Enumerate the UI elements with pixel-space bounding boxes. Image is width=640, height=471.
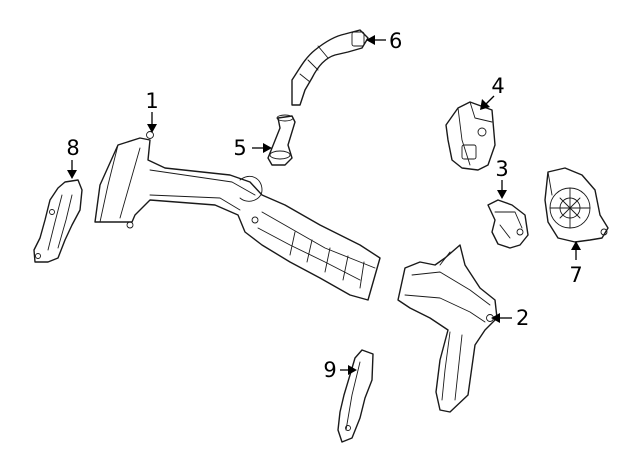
callout-4-label: 4 — [491, 74, 504, 98]
callout-3-label: 3 — [495, 157, 508, 181]
part-9-panel[interactable] — [337, 349, 374, 443]
callout-7-label: 7 — [569, 263, 582, 287]
callout-3: 3 — [495, 157, 509, 199]
callout-6: 6 — [366, 29, 402, 53]
part-6-hose[interactable] — [291, 29, 369, 106]
part-8-panel[interactable] — [33, 179, 83, 263]
callout-5: 5 — [233, 136, 272, 160]
part-7-blower[interactable] — [544, 167, 609, 243]
callout-8: 8 — [66, 136, 80, 179]
part-4-actuator[interactable] — [445, 101, 496, 171]
part-2-lower-duct[interactable] — [397, 244, 498, 413]
callout-9-label: 9 — [323, 358, 336, 382]
callout-1: 1 — [145, 89, 159, 133]
callout-2-label: 2 — [516, 306, 529, 330]
part-1-main-duct[interactable] — [94, 131, 381, 301]
callout-8-label: 8 — [66, 136, 79, 160]
part-3-bracket[interactable] — [487, 199, 529, 249]
callout-6-label: 6 — [389, 29, 402, 53]
callout-4: 4 — [480, 74, 505, 110]
part-5-elbow[interactable] — [267, 114, 296, 166]
callout-1-label: 1 — [145, 89, 158, 113]
callout-2: 2 — [491, 306, 529, 330]
callout-7: 7 — [569, 241, 583, 287]
callout-5-label: 5 — [233, 136, 246, 160]
callout-9: 9 — [323, 358, 357, 382]
